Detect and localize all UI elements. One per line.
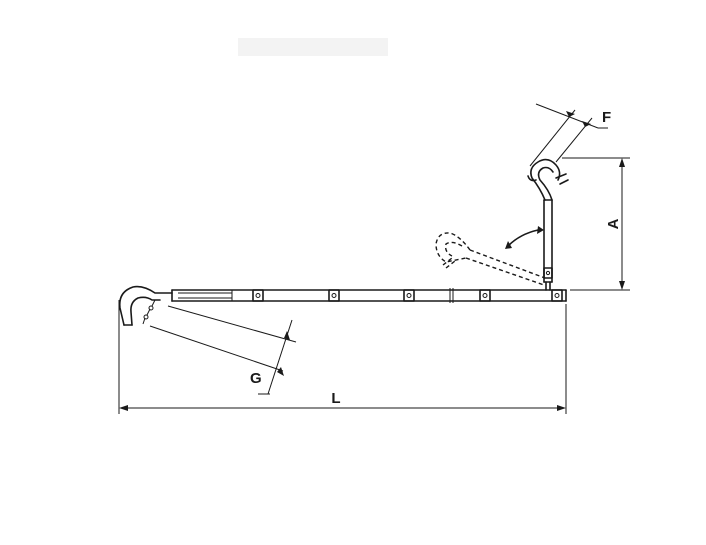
- left-hook: [118, 285, 173, 326]
- ladder-rail: [171, 288, 567, 303]
- dimension-a: [562, 157, 630, 291]
- label-f: F: [602, 109, 611, 126]
- label-a: A: [605, 218, 622, 229]
- top-hook: [527, 158, 569, 201]
- upright-post: [543, 199, 553, 291]
- dimension-l: [118, 300, 567, 414]
- rotation-arrow: [505, 226, 544, 249]
- label-g: G: [250, 370, 262, 387]
- dimension-f: [529, 103, 608, 167]
- dimension-g: [149, 305, 297, 395]
- rung-brackets: [252, 289, 563, 302]
- watermark: [238, 38, 388, 56]
- folded-arm-dashed: [435, 232, 546, 286]
- label-l: L: [331, 390, 340, 407]
